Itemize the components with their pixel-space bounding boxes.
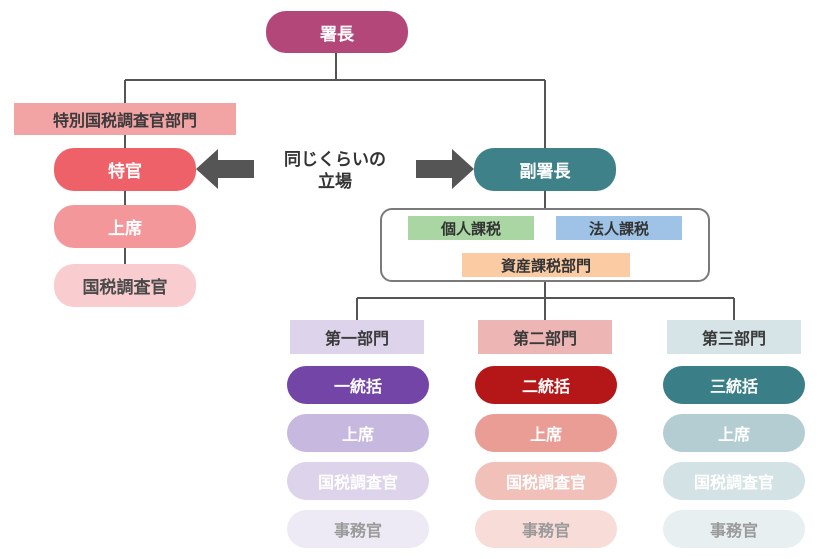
special-dept-label: 特別国税調査官部門 — [14, 103, 236, 135]
column-1-jimukan: 事務官 — [287, 510, 429, 548]
column-2-chosakan: 国税調査官 — [475, 462, 617, 500]
deputy-node: 副署長 — [474, 148, 616, 191]
column-2-jimukan: 事務官 — [475, 510, 617, 548]
column-1-joseki: 上席 — [287, 414, 429, 452]
column-3-head: 第三部門 — [667, 320, 801, 354]
arrow-left-icon — [196, 149, 254, 189]
tokkan-node: 特官 — [54, 148, 196, 191]
dept-hojin-label: 法人課税 — [556, 216, 682, 240]
column-2-head: 第二部門 — [478, 320, 612, 354]
column-3-chosakan: 国税調査官 — [663, 462, 805, 500]
column-3-tokatsu: 三統括 — [663, 366, 805, 404]
dept-kojin-label: 個人課税 — [408, 216, 534, 240]
arrow-right-icon — [416, 149, 474, 189]
equal-text-line1: 同じくらいの — [284, 149, 386, 170]
column-1-tokatsu: 一統括 — [287, 366, 429, 404]
column-1-head: 第一部門 — [290, 320, 424, 354]
column-2-tokatsu: 二統括 — [475, 366, 617, 404]
left-chosakan-node: 国税調査官 — [54, 264, 196, 307]
dept-shisan-label: 資産課税部門 — [462, 253, 630, 277]
equal-status-text: 同じくらいの 立場 — [250, 146, 420, 196]
left-joseki-node: 上席 — [54, 205, 196, 248]
chief-node: 署長 — [266, 11, 408, 53]
column-3-jimukan: 事務官 — [663, 510, 805, 548]
column-2-joseki: 上席 — [475, 414, 617, 452]
column-1-chosakan: 国税調査官 — [287, 462, 429, 500]
equal-text-line2: 立場 — [318, 172, 352, 192]
column-3-joseki: 上席 — [663, 414, 805, 452]
